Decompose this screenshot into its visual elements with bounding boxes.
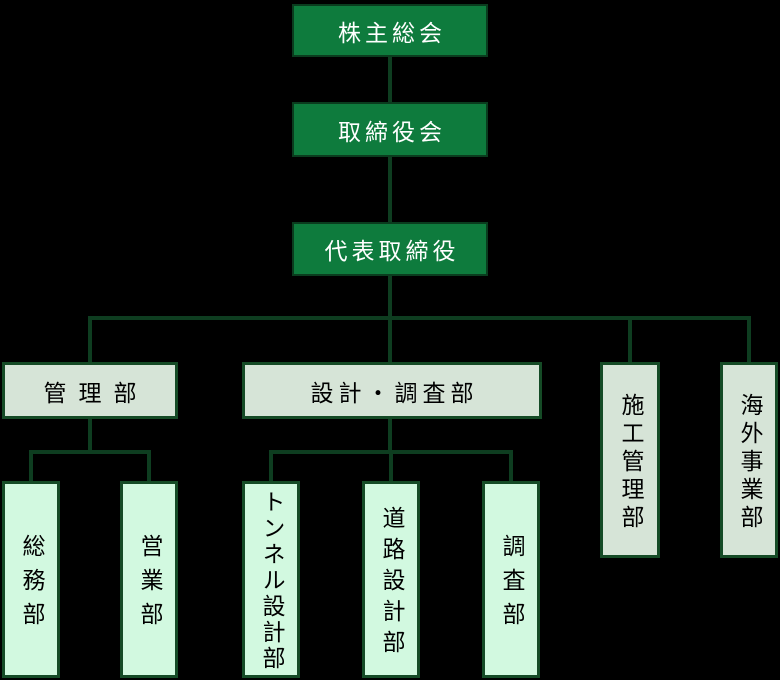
- node-sales-dept: 営業部: [120, 481, 178, 678]
- node-construction-management-dept: 施工管理部: [600, 362, 660, 558]
- node-label: 株主総会: [338, 20, 446, 47]
- node-label: 総務部: [18, 534, 44, 636]
- node-label: 道路設計部: [378, 506, 404, 661]
- connector-exec-2: [388, 155, 392, 224]
- node-tunnel-design-dept: トンネル設計部: [242, 481, 300, 678]
- connector-drop-tunnel: [269, 450, 273, 483]
- node-admin-dept: 管理部: [2, 362, 178, 419]
- connector-stem-admin: [88, 417, 92, 454]
- connector-drop-survey: [509, 450, 513, 483]
- node-label: 施工管理部: [617, 392, 643, 533]
- node-label: トンネル設計部: [258, 490, 284, 672]
- node-label: 海外事業部: [736, 392, 762, 533]
- node-road-design-dept: 道路設計部: [362, 481, 420, 678]
- node-label: 調査部: [498, 534, 524, 636]
- node-label: 代表取締役: [324, 239, 460, 265]
- connector-main-rail: [88, 316, 751, 320]
- connector-admin-rail: [29, 450, 151, 454]
- node-label: 営業部: [136, 534, 162, 636]
- connector-drop-general-affairs: [29, 450, 33, 483]
- node-label: 管理部: [43, 380, 149, 407]
- connector-drop-admin: [88, 316, 92, 364]
- node-label: 設計・調査部: [310, 380, 479, 407]
- connector-drop-road: [389, 450, 393, 483]
- node-survey-dept: 調査部: [482, 481, 540, 678]
- node-board-of-directors: 取締役会: [292, 102, 488, 157]
- node-design-survey-dept: 設計・調査部: [242, 362, 542, 419]
- node-general-affairs-dept: 総務部: [2, 481, 60, 678]
- connector-stem-design: [388, 417, 392, 454]
- connector-exec-1: [388, 55, 392, 104]
- node-representative-director: 代表取締役: [292, 222, 488, 276]
- node-label: 取締役会: [338, 119, 446, 146]
- node-overseas-business-dept: 海外事業部: [720, 362, 778, 558]
- connector-drop-overseas: [747, 316, 751, 364]
- connector-drop-construction: [628, 316, 632, 364]
- node-shareholders-meeting: 株主総会: [292, 4, 488, 57]
- connector-drop-sales: [147, 450, 151, 483]
